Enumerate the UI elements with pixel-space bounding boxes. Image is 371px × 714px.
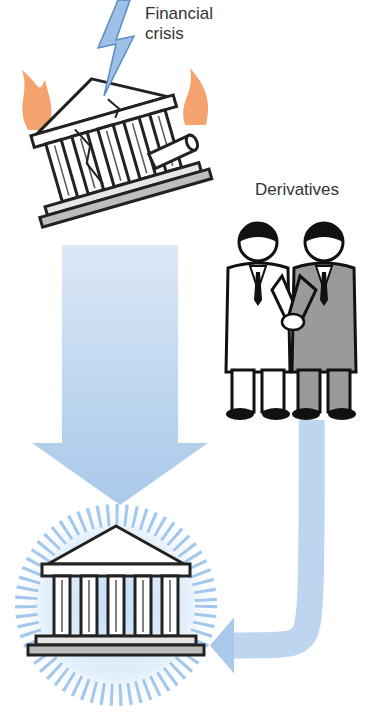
node-label: Financial crisis (145, 4, 223, 43)
flow-arrow (210, 420, 312, 673)
handshake-figures (226, 223, 356, 420)
stable-bank (30, 505, 210, 700)
lightning-bolt (98, 0, 134, 96)
flame (183, 68, 208, 125)
crisis-bank: Financial crisis (20, 0, 220, 245)
flame (22, 70, 51, 130)
node-label: Derivatives (255, 180, 371, 200)
glow-rays (26, 515, 206, 695)
stable-bank (28, 526, 204, 655)
arrow-shaft (234, 420, 312, 645)
flow-arrow (32, 245, 208, 505)
arrow-band (32, 245, 208, 505)
glow (12, 501, 220, 709)
derivatives-group: Derivatives (215, 180, 371, 420)
fallen-column (149, 133, 200, 168)
